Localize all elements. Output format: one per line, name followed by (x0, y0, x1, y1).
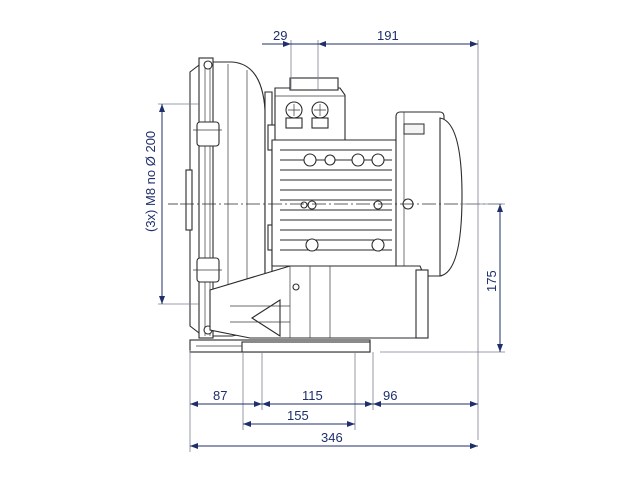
fan-cover-end (439, 117, 463, 277)
dimension-175: 175 (484, 270, 499, 292)
outlet-nozzle (250, 298, 281, 338)
flange-lug-top (196, 121, 220, 147)
outlet-housing (209, 265, 429, 339)
dimension-155: 155 (287, 408, 309, 423)
housing-edge (185, 169, 193, 231)
impeller-housing (185, 57, 266, 339)
dimension-29: 29 (273, 28, 287, 43)
dimension-191: 191 (377, 28, 399, 43)
dimension-annotations: 29 191 (3x) M8 no Ø 200 175 87 115 96 (143, 28, 505, 452)
dimension-115: 115 (302, 388, 323, 403)
motor-body (271, 111, 463, 277)
base-plate (189, 339, 371, 353)
dimension-96: 96 (383, 388, 397, 403)
dimension-346: 346 (321, 430, 343, 445)
fan-cover (395, 111, 445, 277)
blower-machine (168, 57, 505, 353)
dimension-87: 87 (213, 388, 227, 403)
terminal-box (274, 77, 346, 141)
dimension-bolt-circle: (3x) M8 no Ø 200 (143, 131, 158, 232)
nameplate (403, 123, 425, 135)
